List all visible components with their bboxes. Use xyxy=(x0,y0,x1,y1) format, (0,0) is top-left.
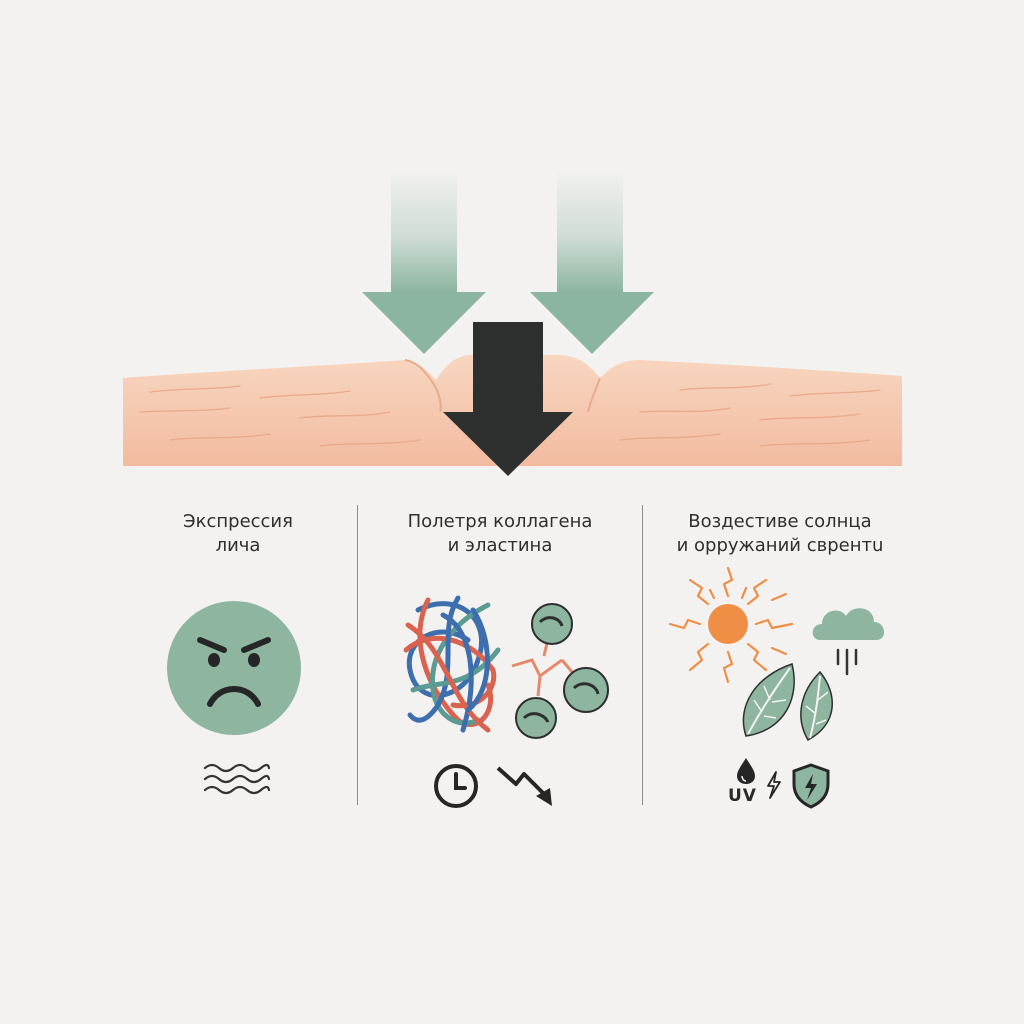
angry-face-icon xyxy=(167,601,301,735)
shield-icon xyxy=(792,763,830,809)
caption-facial-expression: Экспрессия лича xyxy=(120,510,356,558)
column-divider xyxy=(357,505,358,805)
leaf-icon xyxy=(742,663,795,737)
skin-illustration xyxy=(123,170,902,476)
column-divider xyxy=(642,505,643,805)
caption-line: и орружаний сврентu xyxy=(676,535,884,556)
down-arrow-icon xyxy=(530,170,654,354)
collagen-fibers-icon xyxy=(403,595,501,733)
caption-line: лича xyxy=(215,535,261,556)
uv-label: UV xyxy=(728,786,757,806)
skin-texture-lines xyxy=(139,383,881,447)
skin-fold-right xyxy=(587,377,601,413)
rain-cloud-icon xyxy=(812,608,885,676)
down-arrow-icon xyxy=(443,322,573,476)
down-arrow-icon xyxy=(362,170,486,354)
caption-line: и эластина xyxy=(447,535,553,556)
caption-line: Полетря коллагена xyxy=(407,511,593,532)
skin-fold-left xyxy=(404,359,442,413)
caption-collagen-loss: Полетря коллагена и эластина xyxy=(370,510,630,558)
clock-icon xyxy=(434,764,478,808)
wavy-lines-icon xyxy=(203,763,271,795)
leaf-icon xyxy=(800,670,833,742)
molecule-icon xyxy=(511,603,609,739)
caption-line: Экспрессия xyxy=(183,511,293,532)
caption-line: Воздестиве солнца xyxy=(688,511,872,532)
caption-sun-exposure: Воздестиве солнца и орружаний сврентu xyxy=(650,510,910,558)
sun-icon xyxy=(668,566,794,684)
trend-down-icon xyxy=(496,766,552,806)
water-drop-icon xyxy=(737,758,755,784)
lightning-icon xyxy=(767,771,781,799)
